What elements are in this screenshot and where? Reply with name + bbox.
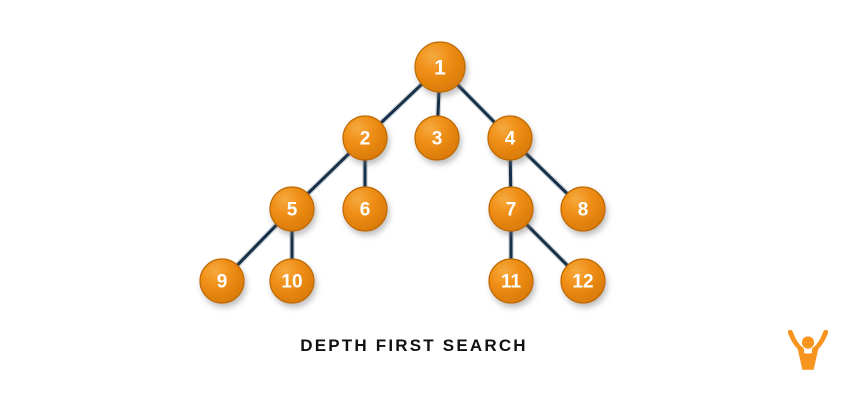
tree-node-3[interactable]: 3: [414, 115, 460, 161]
tree-node-12[interactable]: 12: [560, 258, 606, 304]
tree-node-label: 2: [360, 129, 371, 150]
tree-node-9[interactable]: 9: [199, 258, 245, 304]
tree-node-2[interactable]: 2: [342, 115, 388, 161]
tree-edge: [303, 149, 354, 198]
person-raised-arms-logo-icon: [787, 329, 829, 370]
tree-node-5[interactable]: 5: [269, 186, 315, 232]
tree-node-circle: [269, 186, 315, 232]
tree-edge: [376, 79, 427, 128]
tree-node-label: 8: [578, 200, 589, 221]
tree-node-circle: [488, 186, 534, 232]
tree-node-label: 9: [217, 272, 228, 293]
tree-node-label: 1: [434, 57, 446, 80]
page-title: DEPTH FIRST SEARCH: [300, 336, 528, 355]
tree-node-7[interactable]: 7: [488, 186, 534, 232]
edge-layer: [231, 78, 574, 272]
tree-edge: [522, 220, 572, 270]
tree-node-circle: [487, 115, 533, 161]
tree-node-circle: [414, 41, 466, 93]
tree-node-label: 11: [501, 272, 522, 293]
tree-edge: [521, 149, 572, 198]
tree-node-label: 3: [432, 129, 443, 150]
tree-node-4[interactable]: 4: [487, 115, 533, 161]
tree-node-6[interactable]: 6: [342, 186, 388, 232]
tree-node-circle: [199, 258, 245, 304]
tree-node-label: 7: [506, 200, 517, 221]
tree-node-circle: [269, 258, 315, 304]
tree-node-label: 10: [281, 272, 302, 293]
tree-node-circle: [414, 115, 460, 161]
tree-node-11[interactable]: 11: [488, 258, 534, 304]
tree-edge: [453, 80, 499, 127]
tree-node-label: 4: [505, 129, 516, 150]
tree-node-8[interactable]: 8: [560, 186, 606, 232]
tree-node-label: 6: [360, 200, 371, 221]
tree-node-circle: [342, 115, 388, 161]
tree-node-circle: [560, 258, 606, 304]
tree-node-label: 12: [572, 272, 593, 293]
tree-node-circle: [342, 186, 388, 232]
tree-node-1[interactable]: 1: [414, 41, 466, 93]
tree-node-circle: [488, 258, 534, 304]
tree-node-circle: [560, 186, 606, 232]
tree-edge: [233, 220, 281, 270]
tree-edge: [436, 86, 441, 122]
tree-node-label: 5: [287, 200, 298, 221]
tree-node-10[interactable]: 10: [269, 258, 315, 304]
